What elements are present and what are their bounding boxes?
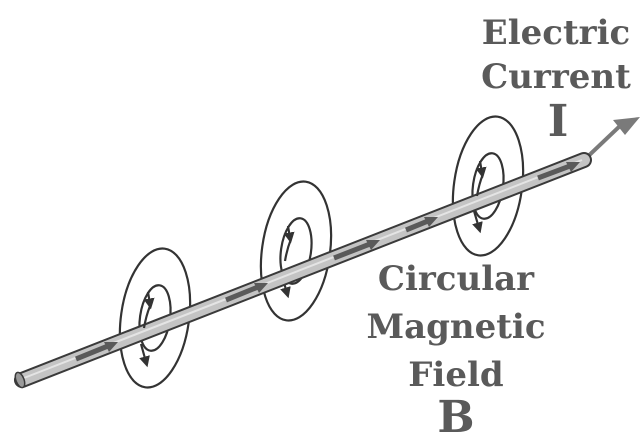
field-loop-2-inner [279, 217, 313, 285]
field-loop-2-outer [259, 180, 333, 322]
field-loop-2-inner-arrow [283, 225, 295, 244]
wire-current-arrow-2 [225, 284, 259, 303]
magnetic-field-label-line2: Magnetic [366, 307, 545, 347]
magnetic-field-symbol: B [437, 392, 474, 436]
wire-current-arrow-5-head [566, 162, 580, 172]
magnetic-field-label-line1: Circular [378, 259, 535, 299]
wire-current-arrow-1-head [104, 342, 118, 352]
loop-front-segments [142, 173, 485, 329]
wire-current-arrow-1 [75, 343, 109, 362]
current-arrow [580, 117, 640, 164]
electric-current-symbol: I [548, 96, 569, 147]
field-loop-1-front [142, 305, 152, 329]
magnetic-field-label: Circular Magnetic Field B [366, 259, 545, 436]
wire-current-arrow-4 [405, 218, 429, 233]
electric-current-label-line2: Current [481, 57, 631, 97]
wire-current-arrow-3-head [366, 240, 380, 250]
field-loop-1-inner-arrow [143, 291, 155, 310]
field-loop-3-front [475, 173, 485, 197]
wire-highlight [23, 159, 583, 379]
field-loop-3-direction-arrow [472, 210, 483, 234]
field-loop-2-front [283, 238, 293, 262]
current-arrow-head [613, 117, 640, 135]
wire-current-arrow-5 [537, 163, 571, 181]
wire-end-cap [14, 371, 26, 389]
field-loop-3-inner-arrow [475, 160, 487, 179]
magnetic-field-label-line3: Field [408, 355, 503, 395]
wire-current-arrow-3 [333, 241, 371, 261]
wire-current-arrow-4-head [424, 217, 438, 227]
electric-current-label: Electric Current I [481, 13, 631, 147]
wire-current-arrow-2-head [254, 283, 268, 293]
field-loop-1-direction-arrow [139, 343, 150, 368]
wire-current-arrows [75, 162, 580, 362]
electric-current-label-line1: Electric [482, 13, 630, 53]
field-loop-2 [259, 180, 333, 322]
